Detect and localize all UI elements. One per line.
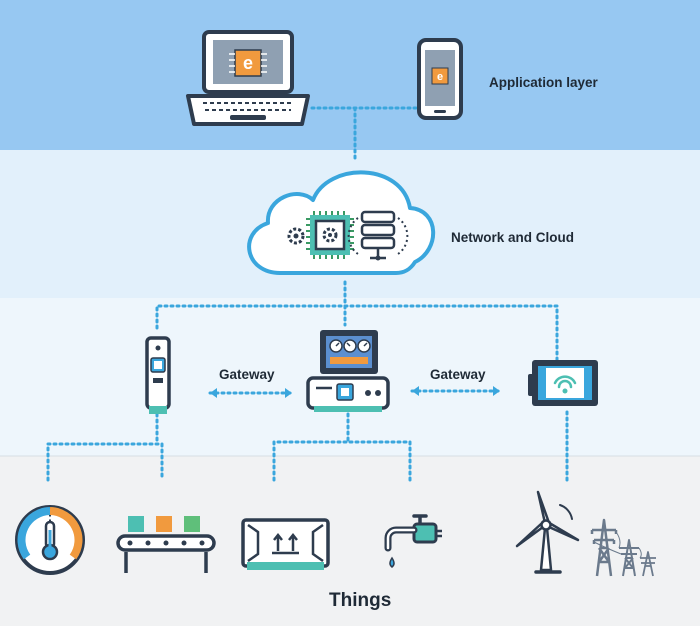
server-icon (347, 210, 409, 261)
gateway-arrow-left (208, 388, 294, 398)
chip-icon (306, 211, 354, 259)
svg-text:e: e (437, 71, 443, 83)
smartphone-icon: e (417, 38, 463, 120)
wind-turbine-icon (515, 490, 580, 574)
svg-text:e: e (243, 53, 253, 73)
gateway-label-left: Gateway (219, 367, 275, 382)
gear-icon (287, 227, 305, 245)
connector-lines (46, 106, 569, 482)
application-layer-label: Application layer (489, 75, 598, 90)
wifi-router-icon (528, 360, 598, 406)
laptop-icon: e (186, 30, 310, 126)
water-tap-icon (384, 514, 442, 568)
application-layer-band (0, 0, 700, 150)
gateway-arrow-right (410, 386, 502, 396)
gateway-label-right: Gateway (430, 367, 486, 382)
power-tower-icon (590, 518, 656, 577)
package-box-icon (241, 518, 330, 570)
things-label: Things (329, 590, 392, 611)
network-cloud-label: Network and Cloud (451, 230, 575, 245)
thermometer-gauge-icon (15, 505, 85, 575)
usb-gateway-icon (145, 336, 171, 414)
central-gateway-icon (306, 330, 390, 412)
conveyor-belt-icon (116, 516, 216, 573)
